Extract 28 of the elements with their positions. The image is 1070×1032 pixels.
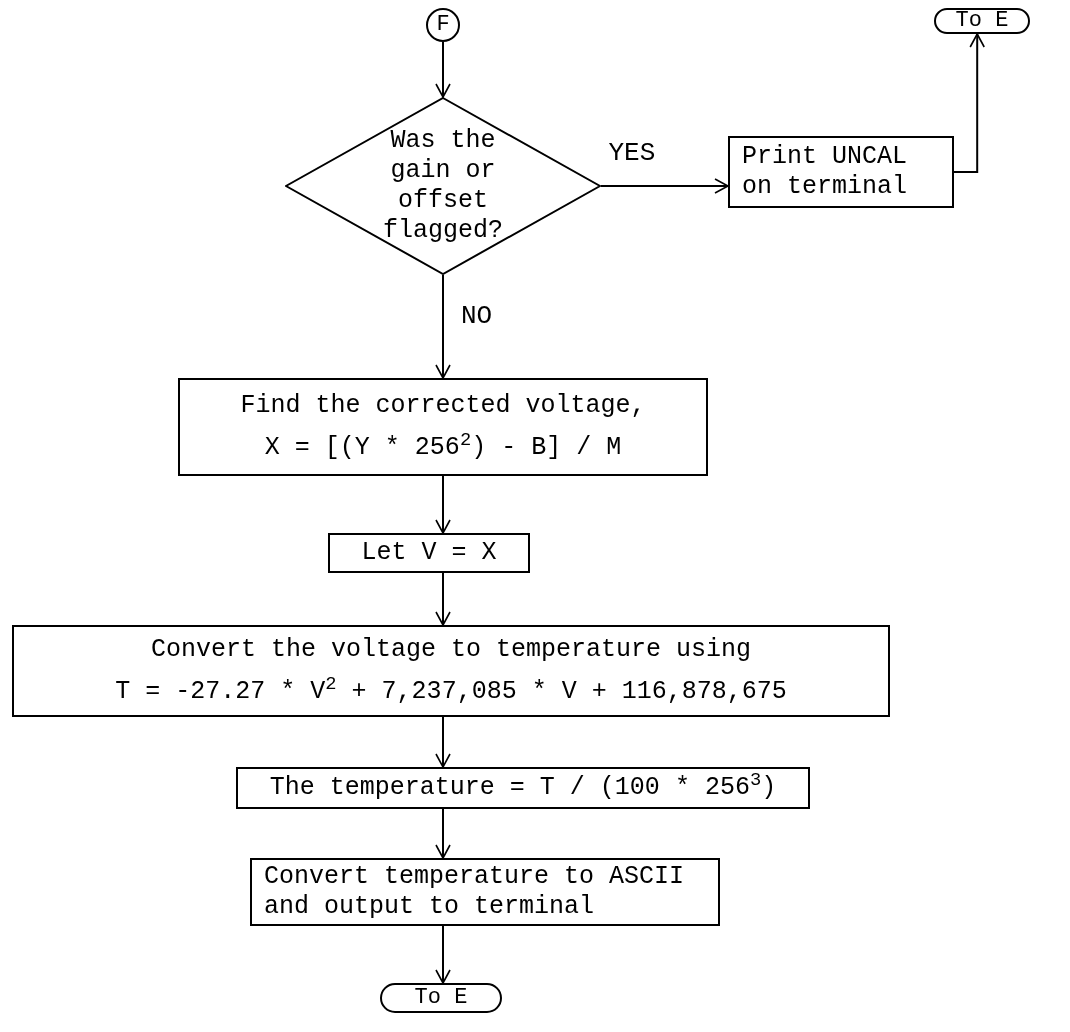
node-text: Convert the voltage to temperature using xyxy=(150,635,752,665)
node-text: To E xyxy=(955,10,1009,32)
process-box xyxy=(250,858,720,926)
arrow xyxy=(953,33,985,173)
arrow xyxy=(435,274,451,379)
process-box xyxy=(328,533,530,573)
node-text: T = -27.27 * V$^{2}$ + 7,237,085 * V + 116,878,675 xyxy=(115,677,787,707)
process-box xyxy=(12,625,890,717)
node-text: The temperature = T / (100 * 256$^{3}$) xyxy=(269,773,777,803)
node-text: Convert temperature to ASCII and output to terminal xyxy=(264,862,686,922)
node-text: Let V = X xyxy=(361,538,497,568)
arrow xyxy=(435,475,451,534)
node-text: Was the gain or offset flagged? xyxy=(382,126,504,246)
node-text: To E xyxy=(414,987,468,1009)
arrow xyxy=(600,178,729,194)
node-text: F xyxy=(436,14,450,36)
node-text: X = [(Y * 256$^{2}$) - B] / M xyxy=(264,433,622,463)
arrow xyxy=(435,925,451,984)
process-box xyxy=(236,767,810,809)
decision-diamond xyxy=(285,97,601,275)
arrow xyxy=(435,716,451,768)
process-box xyxy=(728,136,954,208)
node-text: Find the corrected voltage, xyxy=(240,391,646,421)
process-box xyxy=(178,378,708,476)
arrow xyxy=(435,572,451,626)
arrow xyxy=(435,41,451,98)
arrow xyxy=(435,808,451,859)
node-text: Print UNCAL on terminal xyxy=(742,142,909,202)
